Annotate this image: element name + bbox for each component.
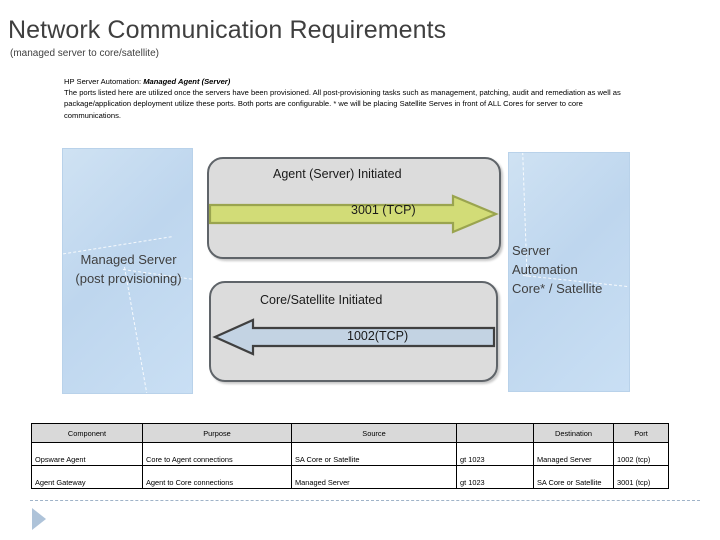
intro-body: The ports listed here are utilized once … — [64, 88, 621, 120]
column-header-destination: Destination — [533, 423, 614, 443]
core-satellite-label: Server Automation Core* / Satellite — [512, 243, 603, 296]
core-satellite-endpoint — [508, 152, 630, 392]
column-header-purpose: Purpose — [142, 423, 292, 443]
cell-component: Agent Gateway — [31, 465, 143, 489]
intro-text-block: HP Server Automation: Managed Agent (Ser… — [64, 76, 634, 121]
column-header-component: Component — [31, 423, 143, 443]
cell-purpose: Core to Agent connections — [142, 442, 292, 466]
intro-lead-italic: Managed Agent (Server) — [143, 77, 231, 86]
managed-server-label: Managed Server (post provisioning) — [75, 252, 182, 286]
core-initiated-caption: Core/Satellite Initiated — [260, 293, 383, 307]
cell-destination: Managed Server — [533, 442, 614, 466]
cell-port: 1002 (tcp) — [613, 442, 669, 466]
table-row: Opsware Agent Core to Agent connections … — [31, 442, 669, 466]
cell-purpose: Agent to Core connections — [142, 465, 292, 489]
agent-initiated-arrow-icon — [207, 194, 499, 234]
page-title: Network Communication Requirements — [8, 16, 447, 44]
cell-source: SA Core or Satellite — [291, 442, 457, 466]
column-header-blank — [456, 423, 534, 443]
cell-source: Managed Server — [291, 465, 457, 489]
table-row: Agent Gateway Agent to Core connections … — [31, 465, 669, 489]
column-header-port: Port — [613, 423, 669, 443]
managed-server-endpoint — [62, 148, 193, 394]
table-header-row: Component Purpose Source Destination Por… — [31, 423, 669, 443]
footer-divider — [30, 500, 700, 501]
cell-gt: gt 1023 — [456, 465, 534, 489]
cell-gt: gt 1023 — [456, 442, 534, 466]
core-initiated-arrow-icon — [212, 318, 497, 356]
ports-table: Component Purpose Source Destination Por… — [31, 423, 669, 489]
core-port-label: 1002(TCP) — [347, 329, 409, 343]
agent-port-label: 3001 (TCP) — [351, 203, 416, 217]
play-triangle-icon — [32, 508, 46, 530]
cell-destination: SA Core or Satellite — [533, 465, 614, 489]
agent-initiated-caption: Agent (Server) Initiated — [273, 167, 402, 181]
intro-lead-line: HP Server Automation: Managed Agent (Ser… — [64, 76, 634, 87]
column-header-source: Source — [291, 423, 457, 443]
cell-port: 3001 (tcp) — [613, 465, 669, 489]
intro-lead-normal: HP Server Automation: — [64, 77, 144, 86]
cell-component: Opsware Agent — [31, 442, 143, 466]
page-subtitle: (managed server to core/satellite) — [10, 48, 159, 59]
